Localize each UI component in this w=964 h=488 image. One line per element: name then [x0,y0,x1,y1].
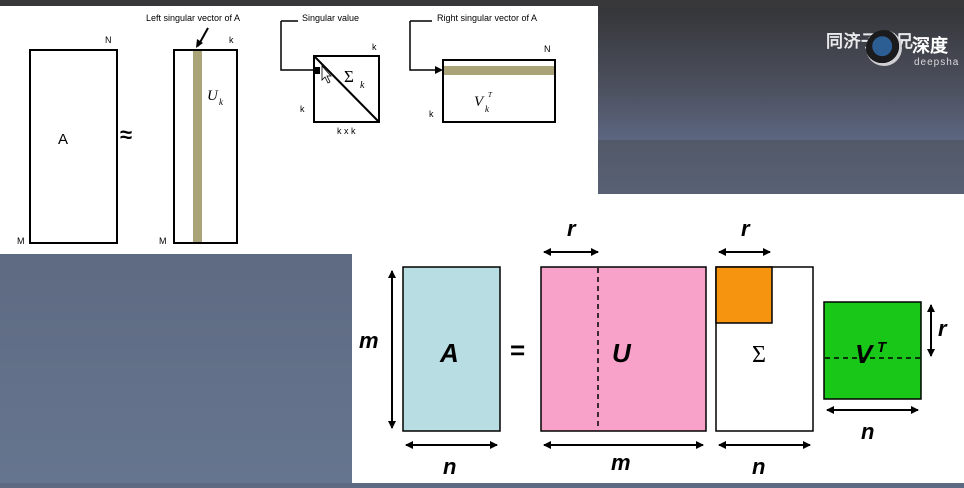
matrix-sigma-cols-label: k [372,42,377,52]
matrix-vt-cols-label: N [544,44,551,54]
equals-sign: = [510,335,525,365]
svd-svg: A m n = U r m Σ r n V T r n [359,216,948,479]
matrix-u-label: U [207,88,219,104]
right-vector-caption: Right singular vector of A [437,13,537,23]
dim-label-n-sigma: n [752,454,765,479]
matrix-sigma-letter: Σ [752,342,766,368]
matrix-a-letter: A [439,338,459,368]
left-vector-caption: Left singular vector of A [146,13,240,23]
matrix-sigma-dims-label: k x k [337,126,356,136]
truncated-svd-svg: A N M ≈ U k k M Left singular vector of … [17,13,556,246]
left-vector-arrowhead [196,39,203,48]
right-vector-arrowhead [435,66,443,74]
sigma-diagonal [314,56,379,122]
matrix-u-box [173,49,238,244]
watermark-subtitle: deepsha [914,57,960,68]
matrix-vt-rows-label: k [429,109,434,119]
dim-label-m-left: m [359,328,379,353]
matrix-u-rows-label: M [159,236,167,246]
slide-top-strip [0,0,964,8]
left-singular-vector-bar [193,51,202,242]
matrix-sigma-subscript: k [360,80,365,91]
matrix-u-subscript: k [219,97,224,107]
approx-symbol: ≈ [120,122,132,147]
matrix-a-block [402,266,501,432]
matrix-u-letter: U [612,338,632,368]
matrix-a-box [29,49,118,244]
matrix-sigma-label: Σ [344,67,354,86]
truncated-svd-figure: A N M ≈ U k k M Left singular vector of … [0,6,598,254]
dim-label-n-a: n [443,454,456,479]
singular-value-caption: Singular value [302,13,359,23]
sigma-marker [315,67,320,74]
matrix-u-cols-label: k [229,35,234,45]
matrix-vt-letter: V [855,339,875,369]
sigma-rank-block [715,266,773,324]
right-singular-vector-bar [444,66,554,75]
watermark-name: 深度 [912,36,948,56]
matrix-vt-subscript: k [485,104,490,114]
matrix-a-rows-label: M [17,236,25,246]
right-vector-connector [409,21,437,71]
matrix-vt-superscript-t: T [877,339,888,356]
matrix-vt-label: V [474,94,485,110]
dim-label-m-u: m [611,450,631,475]
dim-label-r-sigma: r [741,216,751,241]
cursor-pointer-icon [321,64,332,84]
matrix-vt-superscript: T [488,91,493,99]
singular-value-connector [280,21,313,71]
watermark-logo-icon [866,30,902,66]
svd-figure: A m n = U r m Σ r n V T r n [352,194,964,483]
dim-label-r-u: r [567,216,577,241]
dim-label-n-vt: n [861,419,874,444]
channel-watermark: 同济子豪兄 深度 deepsha [826,24,964,74]
matrix-u-block [540,266,707,432]
matrix-a-cols-label: N [105,35,112,45]
slide-background-right [598,0,964,140]
matrix-sigma-rows-label: k [300,104,305,114]
matrix-vt-block [823,301,922,400]
dim-label-r-vt: r [938,316,948,341]
matrix-a-label: A [58,131,68,148]
